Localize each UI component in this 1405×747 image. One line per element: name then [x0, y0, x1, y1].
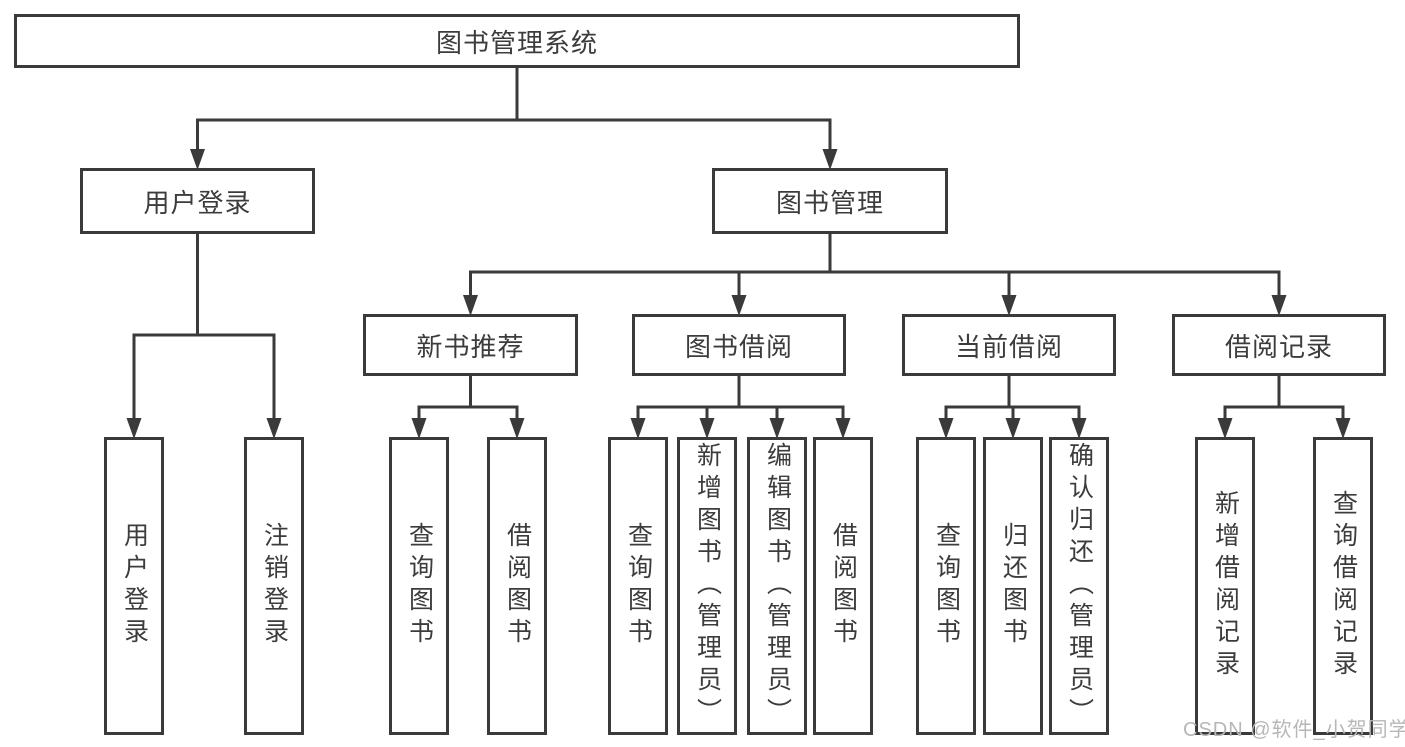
leaf-borrow-borrow-books: 借阅图书: [813, 437, 873, 735]
leaf-records-query-record: 查询借阅记录: [1313, 437, 1373, 735]
leaf-borrow-edit-books-admin: 编辑图书（管理员）: [747, 437, 807, 735]
leaf-recommend-borrow-books: 借阅图书: [487, 437, 547, 735]
leaf-label: 确认归还（管理员）: [1065, 442, 1094, 730]
node-current-borrow: 当前借阅: [902, 314, 1116, 376]
leaf-label: 注销登录: [260, 522, 289, 650]
leaf-label: 借阅图书: [829, 522, 858, 650]
leaf-current-query-books: 查询图书: [916, 437, 976, 735]
leaf-borrow-add-books-admin: 新增图书（管理员）: [677, 437, 737, 735]
leaf-current-confirm-return-admin: 确认归还（管理员）: [1049, 437, 1109, 735]
leaf-label: 归还图书: [999, 522, 1028, 650]
leaf-label: 查询图书: [624, 522, 653, 650]
leaf-logout: 注销登录: [244, 437, 304, 735]
leaf-label: 用户登录: [120, 522, 149, 650]
node-borrow-records: 借阅记录: [1172, 314, 1386, 376]
leaf-label: 借阅图书: [503, 522, 532, 650]
csdn-watermark: CSDN @软件_小贺同学: [1183, 719, 1405, 741]
leaf-current-return-books: 归还图书: [983, 437, 1043, 735]
node-user-login: 用户登录: [80, 168, 315, 234]
leaf-label: 查询图书: [932, 522, 961, 650]
leaf-borrow-query-books: 查询图书: [608, 437, 668, 735]
node-root: 图书管理系统: [14, 14, 1020, 68]
leaf-recommend-query-books: 查询图书: [389, 437, 449, 735]
node-new-book-recommend: 新书推荐: [363, 314, 578, 376]
leaf-label: 新增借阅记录: [1211, 490, 1240, 682]
leaf-label: 查询图书: [405, 522, 434, 650]
leaf-records-add-record: 新增借阅记录: [1195, 437, 1255, 735]
leaf-user-login: 用户登录: [104, 437, 164, 735]
leaf-label: 新增图书（管理员）: [693, 442, 722, 730]
leaf-label: 编辑图书（管理员）: [763, 442, 792, 730]
leaf-label: 查询借阅记录: [1329, 490, 1358, 682]
node-book-borrow: 图书借阅: [632, 314, 846, 376]
node-book-management: 图书管理: [712, 168, 948, 234]
